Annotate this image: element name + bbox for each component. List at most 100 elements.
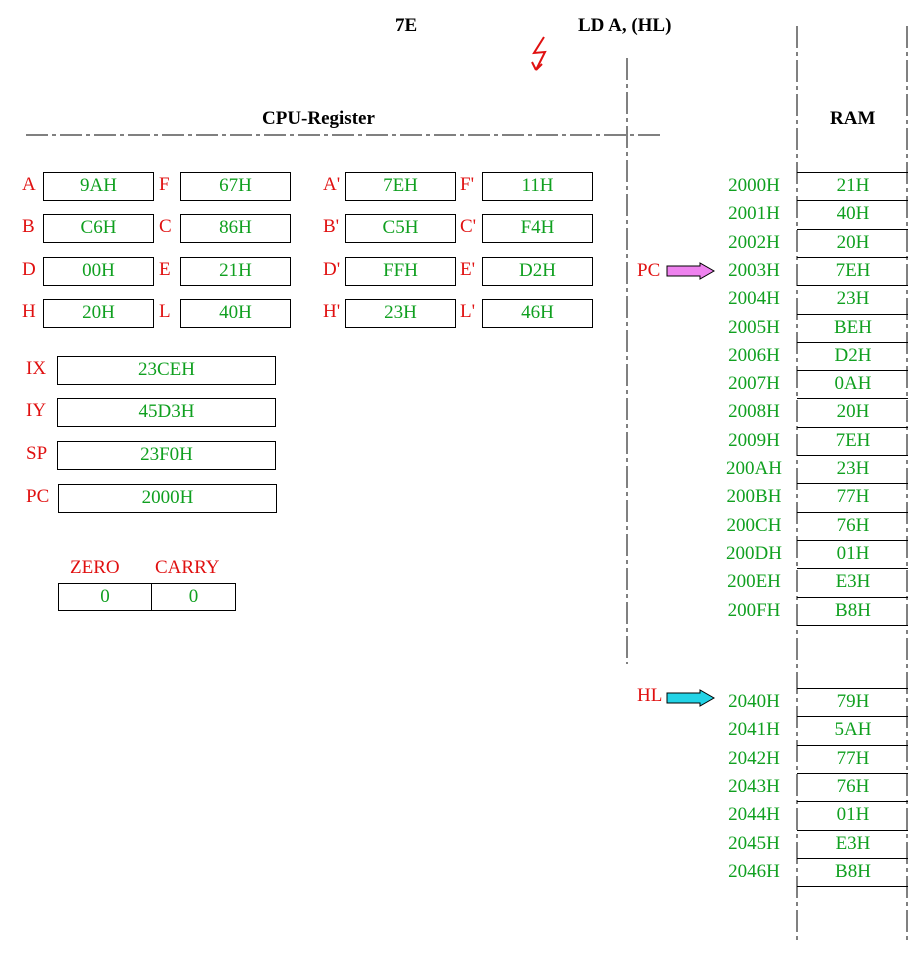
ram-address: 2040H	[728, 691, 780, 712]
ram-value: 76H	[836, 775, 870, 797]
ram-row-divider	[797, 257, 908, 258]
ram-value: 23H	[836, 458, 870, 479]
ram-row-divider	[797, 597, 908, 598]
ram-address: 2041H	[728, 719, 780, 741]
ram-value: 76H	[836, 514, 870, 536]
register-value-h-prime: 23H	[345, 299, 456, 328]
ram-value: 77H	[836, 747, 870, 769]
register-label-sp: SP	[26, 443, 48, 464]
register-value-a-prime: 7EH	[345, 172, 456, 201]
register-label-e-prime: E'	[460, 259, 476, 280]
register-label-l-prime: L'	[460, 301, 476, 322]
ram-row-divider	[797, 314, 908, 315]
ram-row-divider	[797, 483, 908, 484]
ram-row-divider	[797, 370, 908, 371]
register-label-f: F	[159, 174, 170, 195]
register-label-c-prime: C'	[460, 216, 477, 237]
register-value-h: 20H	[43, 299, 154, 328]
ram-value: 77H	[836, 486, 870, 508]
ram-row-divider	[797, 200, 908, 201]
register-value-b: C6H	[43, 214, 154, 243]
ram-value: B8H	[835, 599, 871, 621]
ram-row-divider	[797, 342, 908, 343]
ram-row-divider	[797, 886, 908, 887]
flag-value-carry: 0	[151, 583, 236, 611]
ram-address: 2009H	[728, 429, 780, 451]
register-label-pc: PC	[26, 486, 50, 507]
hl-arrow-icon	[666, 689, 716, 707]
register-label-d: D	[22, 259, 36, 280]
ram-address: 2044H	[728, 804, 780, 826]
ram-value: B8H	[835, 860, 871, 882]
register-label-b: B	[22, 216, 35, 237]
ram-value: 01H	[836, 804, 870, 826]
ram-value: 20H	[836, 231, 870, 253]
register-value-sp: 23F0H	[57, 441, 276, 470]
ram-address: 2002H	[728, 231, 780, 253]
register-value-d: 00H	[43, 257, 154, 286]
register-label-ix: IX	[26, 358, 47, 379]
hl-pointer-label: HL	[637, 685, 663, 706]
ram-row-divider	[797, 745, 908, 746]
register-value-a: 9AH	[43, 172, 154, 201]
register-value-e-prime: D2H	[482, 257, 593, 286]
ram-address: 2000H	[728, 175, 780, 196]
ram-row-divider	[797, 625, 908, 626]
ram-value: 20H	[836, 401, 870, 423]
ram-value: 79H	[836, 691, 870, 712]
ram-row-divider	[797, 688, 908, 689]
ram-row-divider	[797, 858, 908, 859]
register-value-ix: 23CEH	[57, 356, 276, 385]
ram-row-divider	[797, 229, 908, 230]
ram-row-divider	[797, 773, 908, 774]
register-label-h-prime: H'	[323, 301, 341, 322]
register-label-b-prime: B'	[323, 216, 340, 237]
ram-value: 7EH	[835, 429, 871, 451]
register-label-iy: IY	[26, 400, 47, 421]
ram-value: 0AH	[834, 373, 872, 395]
register-label-e: E	[159, 259, 171, 280]
ram-row-divider	[797, 830, 908, 831]
ram-address: 200EH	[727, 571, 781, 593]
ram-row-divider	[797, 172, 908, 173]
instruction-text: LD A, (HL)	[578, 15, 672, 36]
ram-address: 2042H	[728, 747, 780, 769]
ram-address: 200AH	[726, 458, 782, 479]
ram-row-divider	[797, 285, 908, 286]
opcode-text: 7E	[395, 15, 418, 36]
ram-row-divider	[797, 427, 908, 428]
ram-value: 40H	[836, 203, 870, 225]
register-label-h: H	[22, 301, 36, 322]
ram-value: 01H	[836, 542, 870, 564]
cpu-register-title: CPU-Register	[262, 108, 375, 129]
register-value-d-prime: FFH	[345, 257, 456, 286]
ram-address: 2006H	[728, 344, 780, 366]
ram-value: D2H	[834, 344, 872, 366]
register-value-iy: 45D3H	[57, 398, 276, 427]
ram-address: 200BH	[726, 486, 782, 508]
register-value-l: 40H	[180, 299, 291, 328]
register-label-c: C	[159, 216, 172, 237]
ram-value: 21H	[836, 175, 870, 196]
ram-row-divider	[797, 801, 908, 802]
ram-row-divider	[797, 512, 908, 513]
ram-address: 2046H	[728, 860, 780, 882]
ram-address: 200DH	[726, 542, 782, 564]
ram-address: 2004H	[728, 288, 780, 310]
ram-address: 2001H	[728, 203, 780, 225]
ram-address: 2008H	[728, 401, 780, 423]
lightning-icon	[531, 36, 547, 71]
register-value-f-prime: 11H	[482, 172, 593, 201]
register-value-l-prime: 46H	[482, 299, 593, 328]
pc-arrow-icon	[666, 262, 716, 280]
register-value-c-prime: F4H	[482, 214, 593, 243]
ram-row-divider	[797, 540, 908, 541]
ram-address: 2005H	[728, 316, 780, 338]
register-label-a-prime: A'	[323, 174, 341, 195]
ram-address: 2003H	[728, 259, 780, 281]
cpu-ram-divider	[626, 58, 628, 664]
flag-label-carry: CARRY	[155, 557, 220, 578]
register-value-e: 21H	[180, 257, 291, 286]
ram-address: 200CH	[726, 514, 782, 536]
ram-value: 23H	[836, 288, 870, 310]
